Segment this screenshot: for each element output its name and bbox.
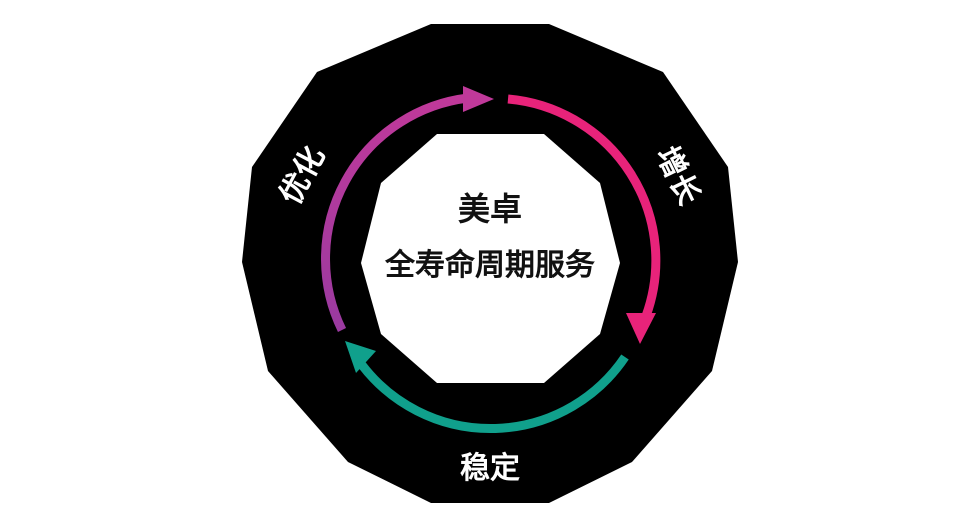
optimize-arrow — [321, 86, 494, 332]
growth-arrow — [507, 94, 661, 344]
label-stable: 稳定 — [460, 451, 520, 486]
inner-octagon — [361, 134, 620, 383]
center-subtitle: 全寿命周期服务 — [384, 248, 595, 283]
stable-arrow — [345, 341, 629, 434]
center-title: 美卓 — [458, 190, 522, 228]
